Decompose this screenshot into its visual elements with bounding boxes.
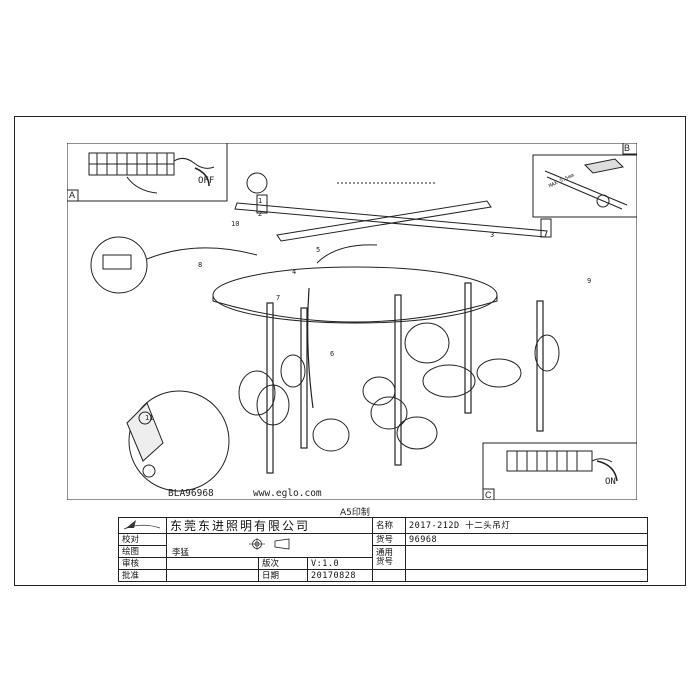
date-label: 日期 (258, 569, 308, 582)
panel-a-label: A (69, 190, 76, 200)
company-logo (118, 517, 167, 534)
hanging-rods (266, 282, 544, 474)
callout-5: 5 (316, 246, 321, 254)
off-label: OFF (198, 176, 215, 186)
draw-value: 李猛 (172, 548, 190, 558)
date-value: 20170828 (306, 569, 374, 582)
company-name: 东莞东进照明有限公司 (165, 517, 374, 534)
glass-discs (238, 322, 560, 452)
on-label: ON (605, 477, 616, 487)
general-value (405, 545, 649, 570)
drawing-sheet-border (14, 116, 686, 586)
blank-label (372, 569, 407, 582)
item-label: 货号 (372, 533, 407, 546)
assembly-drawing (67, 143, 637, 500)
general-label: 通用货号 (372, 545, 407, 570)
model-code: BLA96968 (168, 488, 214, 499)
proof-label: 校对 (118, 533, 167, 546)
print-size-note: A5印制 (340, 508, 370, 518)
callout-11: 11 (145, 414, 154, 422)
panel-c-label: C (485, 490, 492, 500)
ceiling-canopy (212, 244, 498, 324)
reviewer (166, 557, 259, 570)
name-value: 2017-212D 十二头吊灯 (405, 517, 649, 534)
detail-lamp-holder (126, 390, 230, 492)
approver (166, 569, 259, 582)
projection-symbol (165, 533, 374, 558)
callout-2: 2 (258, 210, 263, 218)
callout-9: 9 (587, 277, 592, 285)
panel-c-terminal-on (482, 442, 637, 500)
logo-icon (123, 520, 161, 530)
panel-b-wire-strip (532, 143, 637, 218)
callout-7: 7 (276, 294, 281, 302)
mounting-bracket (234, 172, 552, 242)
review-label: 审核 (118, 557, 167, 570)
approve-label: 批准 (118, 569, 167, 582)
version-label: 版次 (258, 557, 308, 570)
callout-4: 4 (292, 268, 297, 276)
blank-value (405, 569, 649, 582)
third-angle-projection-icon (248, 538, 289, 550)
detail-terminal-block (90, 236, 258, 294)
title-block: 东莞东进照明有限公司 名称 2017-212D 十二头吊灯 校对 货号 9696… (118, 517, 649, 582)
callout-8: 8 (198, 261, 203, 269)
callout-10: 10 (231, 220, 240, 228)
panel-a-terminal-off (67, 143, 228, 202)
draw-label: 绘图 (118, 545, 167, 558)
item-value: 96968 (405, 533, 649, 546)
callout-6: 6 (330, 350, 335, 358)
callout-1: 1 (258, 197, 263, 205)
name-label: 名称 (372, 517, 407, 534)
version-value: V:1.0 (306, 557, 374, 570)
callout-3: 3 (490, 231, 495, 239)
website: www.eglo.com (253, 488, 322, 499)
panel-b-label: B (624, 143, 631, 153)
